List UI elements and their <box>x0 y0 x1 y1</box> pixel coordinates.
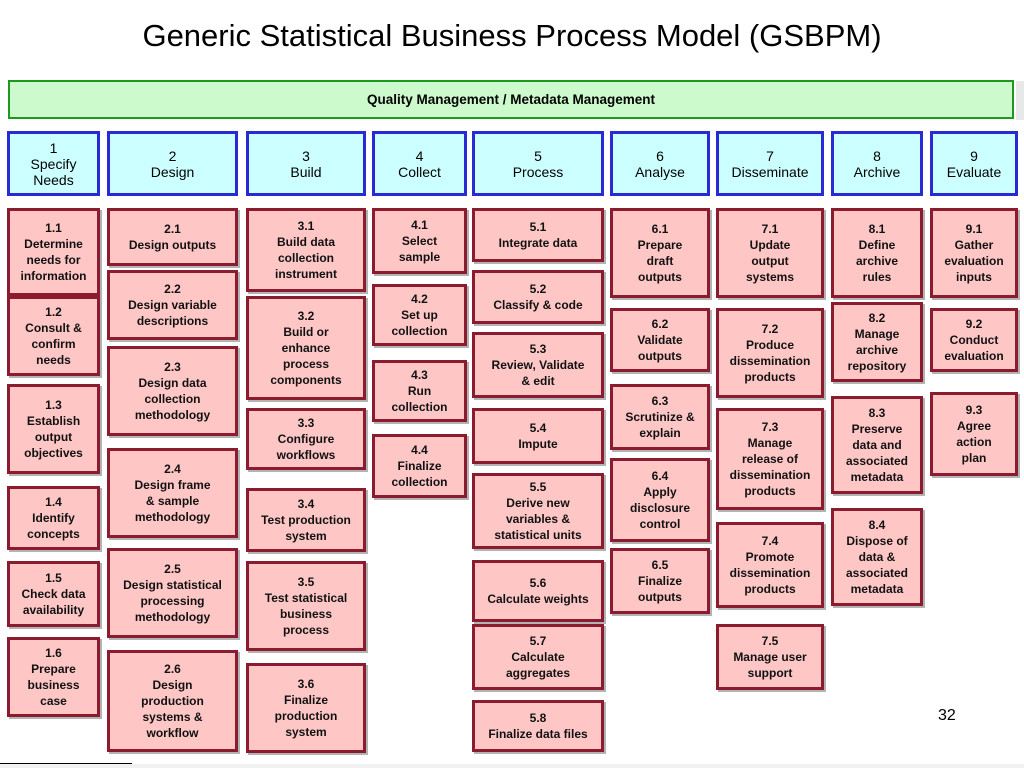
page-number: 32 <box>938 707 956 724</box>
quality-metadata-management-bar: Quality Management / Metadata Management <box>8 80 1014 119</box>
phase-header-7: 7 Disseminate <box>716 131 824 196</box>
subprocess-1-3: 1.3 Establish output objectives <box>7 384 100 474</box>
subprocess-7-2: 7.2 Produce dissemination products <box>716 308 824 398</box>
subprocess-5-8: 5.8 Finalize data files <box>472 700 604 752</box>
subprocess-8-1: 8.1 Define archive rules <box>831 208 923 298</box>
subprocess-5-6: 5.6 Calculate weights <box>472 560 604 622</box>
subprocess-8-3: 8.3 Preserve data and associated metadat… <box>831 396 923 494</box>
subprocess-6-3: 6.3 Scrutinize & explain <box>610 384 710 450</box>
phase-header-2: 2 Design <box>107 131 238 196</box>
bar-edge-shadow <box>1016 81 1024 120</box>
subprocess-2-3: 2.3 Design data collection methodology <box>107 346 238 436</box>
subprocess-2-4: 2.4 Design frame & sample methodology <box>107 448 238 538</box>
subprocess-5-3: 5.3 Review, Validate & edit <box>472 332 604 398</box>
subprocess-5-1: 5.1 Integrate data <box>472 208 604 262</box>
subprocess-9-1: 9.1 Gather evaluation inputs <box>930 208 1018 298</box>
subprocess-2-2: 2.2 Design variable descriptions <box>107 270 238 340</box>
subprocess-8-4: 8.4 Dispose of data & associated metadat… <box>831 508 923 606</box>
subprocess-3-6: 3.6 Finalize production system <box>246 663 366 753</box>
phase-header-5: 5 Process <box>472 131 604 196</box>
subprocess-3-3: 3.3 Configure workflows <box>246 408 366 470</box>
phase-header-4: 4 Collect <box>372 131 467 196</box>
slide-title: Generic Statistical Business Process Mod… <box>142 18 882 53</box>
subprocess-1-5: 1.5 Check data availability <box>7 561 100 627</box>
subprocess-4-1: 4.1 Select sample <box>372 208 467 274</box>
subprocess-4-2: 4.2 Set up collection <box>372 284 467 346</box>
subprocess-3-1: 3.1 Build data collection instrument <box>246 208 366 292</box>
subprocess-9-3: 9.3 Agree action plan <box>930 392 1018 476</box>
subprocess-5-2: 5.2 Classify & code <box>472 270 604 324</box>
subprocess-6-5: 6.5 Finalize outputs <box>610 548 710 614</box>
subprocess-1-4: 1.4 Identify concepts <box>7 486 100 550</box>
phase-header-3: 3 Build <box>246 131 366 196</box>
subprocess-5-4: 5.4 Impute <box>472 408 604 464</box>
phase-header-1: 1 Specify Needs <box>7 131 100 196</box>
subprocess-7-3: 7.3 Manage release of dissemination prod… <box>716 408 824 510</box>
subprocess-1-1: 1.1 Determine needs for information <box>7 208 100 296</box>
phase-header-6: 6 Analyse <box>610 131 710 196</box>
subprocess-3-4: 3.4 Test production system <box>246 488 366 552</box>
subprocess-6-1: 6.1 Prepare draft outputs <box>610 208 710 298</box>
subprocess-6-2: 6.2 Validate outputs <box>610 308 710 372</box>
subprocess-6-4: 6.4 Apply disclosure control <box>610 458 710 542</box>
phase-header-8: 8 Archive <box>831 131 923 196</box>
subprocess-5-7: 5.7 Calculate aggregates <box>472 624 604 690</box>
subprocess-2-5: 2.5 Design statistical processing method… <box>107 548 238 638</box>
subprocess-9-2: 9.2 Conduct evaluation <box>930 308 1018 372</box>
subprocess-2-6: 2.6 Design production systems & workflow <box>107 650 238 752</box>
subprocess-7-5: 7.5 Manage user support <box>716 624 824 690</box>
subprocess-2-1: 2.1 Design outputs <box>107 208 238 266</box>
subprocess-8-2: 8.2 Manage archive repository <box>831 302 923 382</box>
subprocess-3-2: 3.2 Build or enhance process components <box>246 296 366 400</box>
subprocess-4-3: 4.3 Run collection <box>372 360 467 422</box>
subprocess-1-6: 1.6 Prepare business case <box>7 637 100 717</box>
subprocess-1-2: 1.2 Consult & confirm needs <box>7 296 100 376</box>
footer-band <box>0 764 1024 768</box>
subprocess-3-5: 3.5 Test statistical business process <box>246 561 366 651</box>
subprocess-7-1: 7.1 Update output systems <box>716 208 824 298</box>
footer-divider <box>0 763 132 764</box>
subprocess-7-4: 7.4 Promote dissemination products <box>716 522 824 608</box>
phase-header-9: 9 Evaluate <box>930 131 1018 196</box>
subprocess-5-5: 5.5 Derive new variables & statistical u… <box>472 473 604 549</box>
subprocess-4-4: 4.4 Finalize collection <box>372 434 467 498</box>
